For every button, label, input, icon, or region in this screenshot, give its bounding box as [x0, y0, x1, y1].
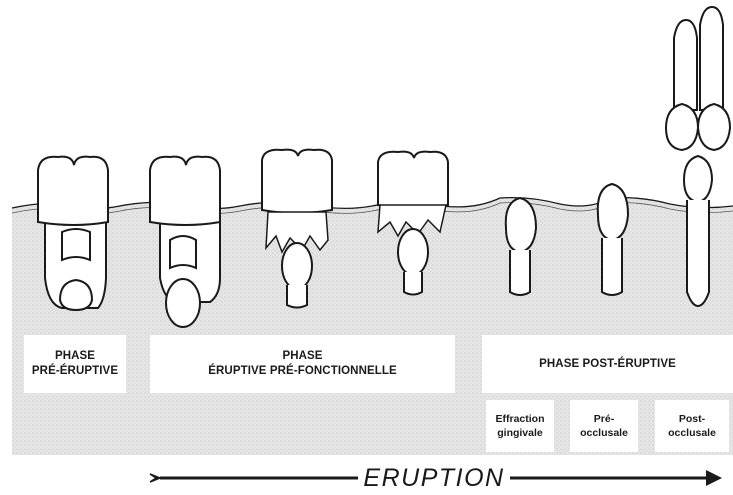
phase-label-eruptive: PHASE ÉRUPTIVE PRÉ-FONCTIONNELLE	[150, 335, 455, 393]
sub-phase-pre-occlusale: Pré- occlusale	[570, 400, 638, 452]
phase-label-post-eruptive: PHASE POST-ÉRUPTIVE	[482, 335, 733, 393]
sub-phase-line: Effraction	[495, 412, 544, 426]
sub-phase-line: gingivale	[495, 426, 544, 440]
eruption-label: ERUPTION	[363, 464, 504, 492]
sub-phase-line: occlusale	[668, 426, 716, 440]
sub-phase-line: Post-	[668, 412, 716, 426]
phase-label-line: PRÉ-ÉRUPTIVE	[32, 364, 118, 379]
sub-phase-line: Pré-	[580, 412, 628, 426]
phase-label-line: ÉRUPTIVE PRÉ-FONCTIONNELLE	[208, 364, 397, 379]
phase-label-line: PHASE	[32, 349, 118, 364]
phase-label-line: PHASE	[208, 349, 397, 364]
phase-label-line: PHASE POST-ÉRUPTIVE	[539, 357, 676, 372]
sub-phase-post-occlusale: Post- occlusale	[655, 400, 729, 452]
sub-phase-line: occlusale	[580, 426, 628, 440]
phase-label-pre-eruptive: PHASE PRÉ-ÉRUPTIVE	[24, 335, 126, 393]
sub-phase-effraction: Effraction gingivale	[486, 400, 554, 452]
tooth-stage-1	[38, 157, 108, 310]
